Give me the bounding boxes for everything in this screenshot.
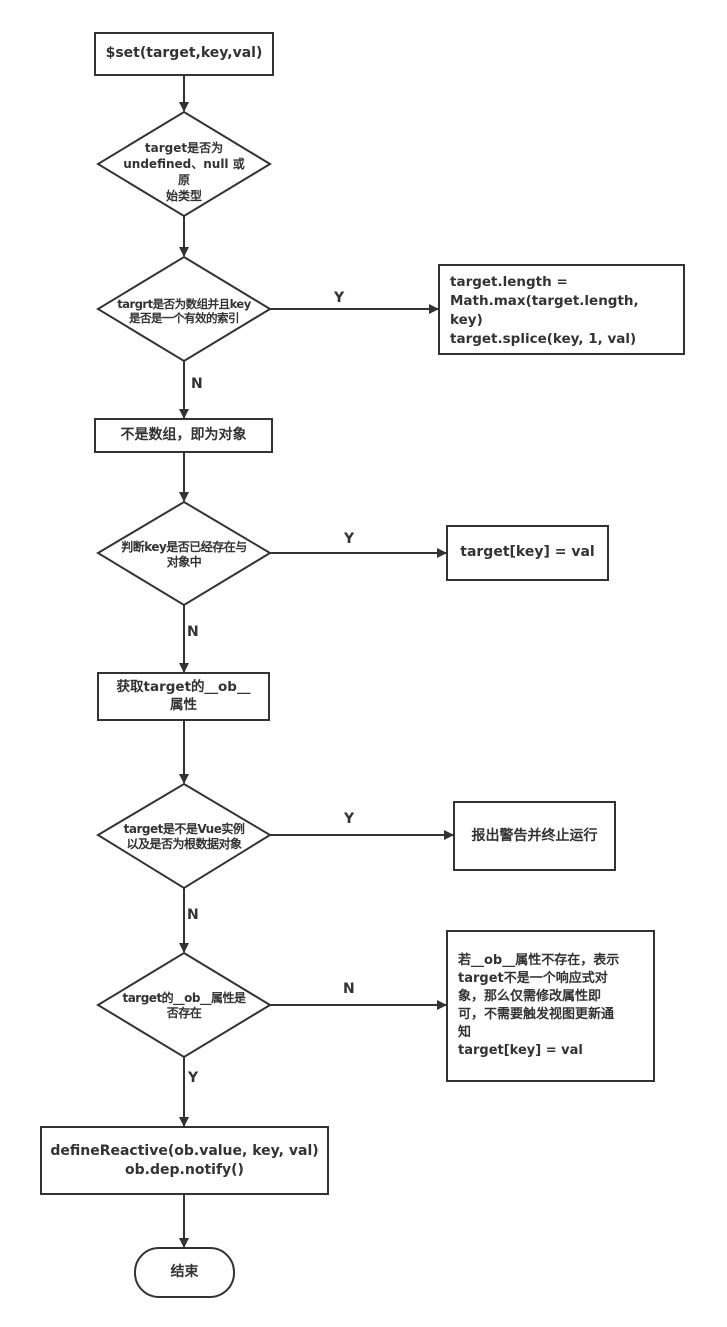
edge-label-check-vue-yes: Y (344, 811, 355, 827)
label-array-splice: target.length = Math.max(target.length, … (450, 274, 639, 347)
edge-label-check-ob-no: N (343, 981, 355, 997)
label-define-reactive: defineReactive(ob.value, key, val) ob.de… (50, 1143, 319, 1178)
node-start (94, 32, 274, 76)
label-is-object: 不是数组，即为对象 (120, 427, 247, 443)
label-end: 结束 (170, 1264, 199, 1280)
edge-label-check-key-yes: Y (344, 531, 355, 547)
node-assign-existing (446, 525, 609, 581)
node-warn-abort (453, 801, 616, 871)
node-non-reactive-assign (446, 930, 655, 1082)
edge-label-check-key-no: N (187, 624, 199, 640)
label-start: $set(target,key,val) (105, 45, 263, 61)
label-check-array: targrt是否为数组并且key 是否是一个有效的索引 (117, 297, 251, 325)
label-check-vue-instance: target是不是Vue实例 以及是否为根数据对象 (123, 822, 245, 851)
edge-label-check-array-yes: Y (334, 290, 345, 306)
label-non-reactive-assign: 若__ob__属性不存在，表示 target不是一个响应式对 象，那么仅需修改属… (458, 953, 620, 1058)
label-check-ob-exists: target的__ob__属性是 否存在 (122, 991, 246, 1020)
label-check-key-exists: 判断key是否已经存在与 对象中 (121, 540, 247, 569)
label-assign-existing: target[key] = val (460, 544, 595, 560)
edge-label-check-ob-yes: Y (188, 1070, 199, 1086)
node-end (134, 1247, 235, 1298)
node-array-splice (438, 264, 685, 355)
label-warn-abort: 报出警告并终止运行 (471, 828, 598, 844)
edge-label-check-array-no: N (191, 376, 203, 392)
node-define-reactive (40, 1126, 329, 1195)
edge-label-check-vue-no: N (187, 907, 199, 923)
label-get-ob: 获取target的__ob__ 属性 (116, 679, 251, 713)
label-check-primitive: target是否为 undefined、null 或 原 始类型 (123, 141, 245, 203)
